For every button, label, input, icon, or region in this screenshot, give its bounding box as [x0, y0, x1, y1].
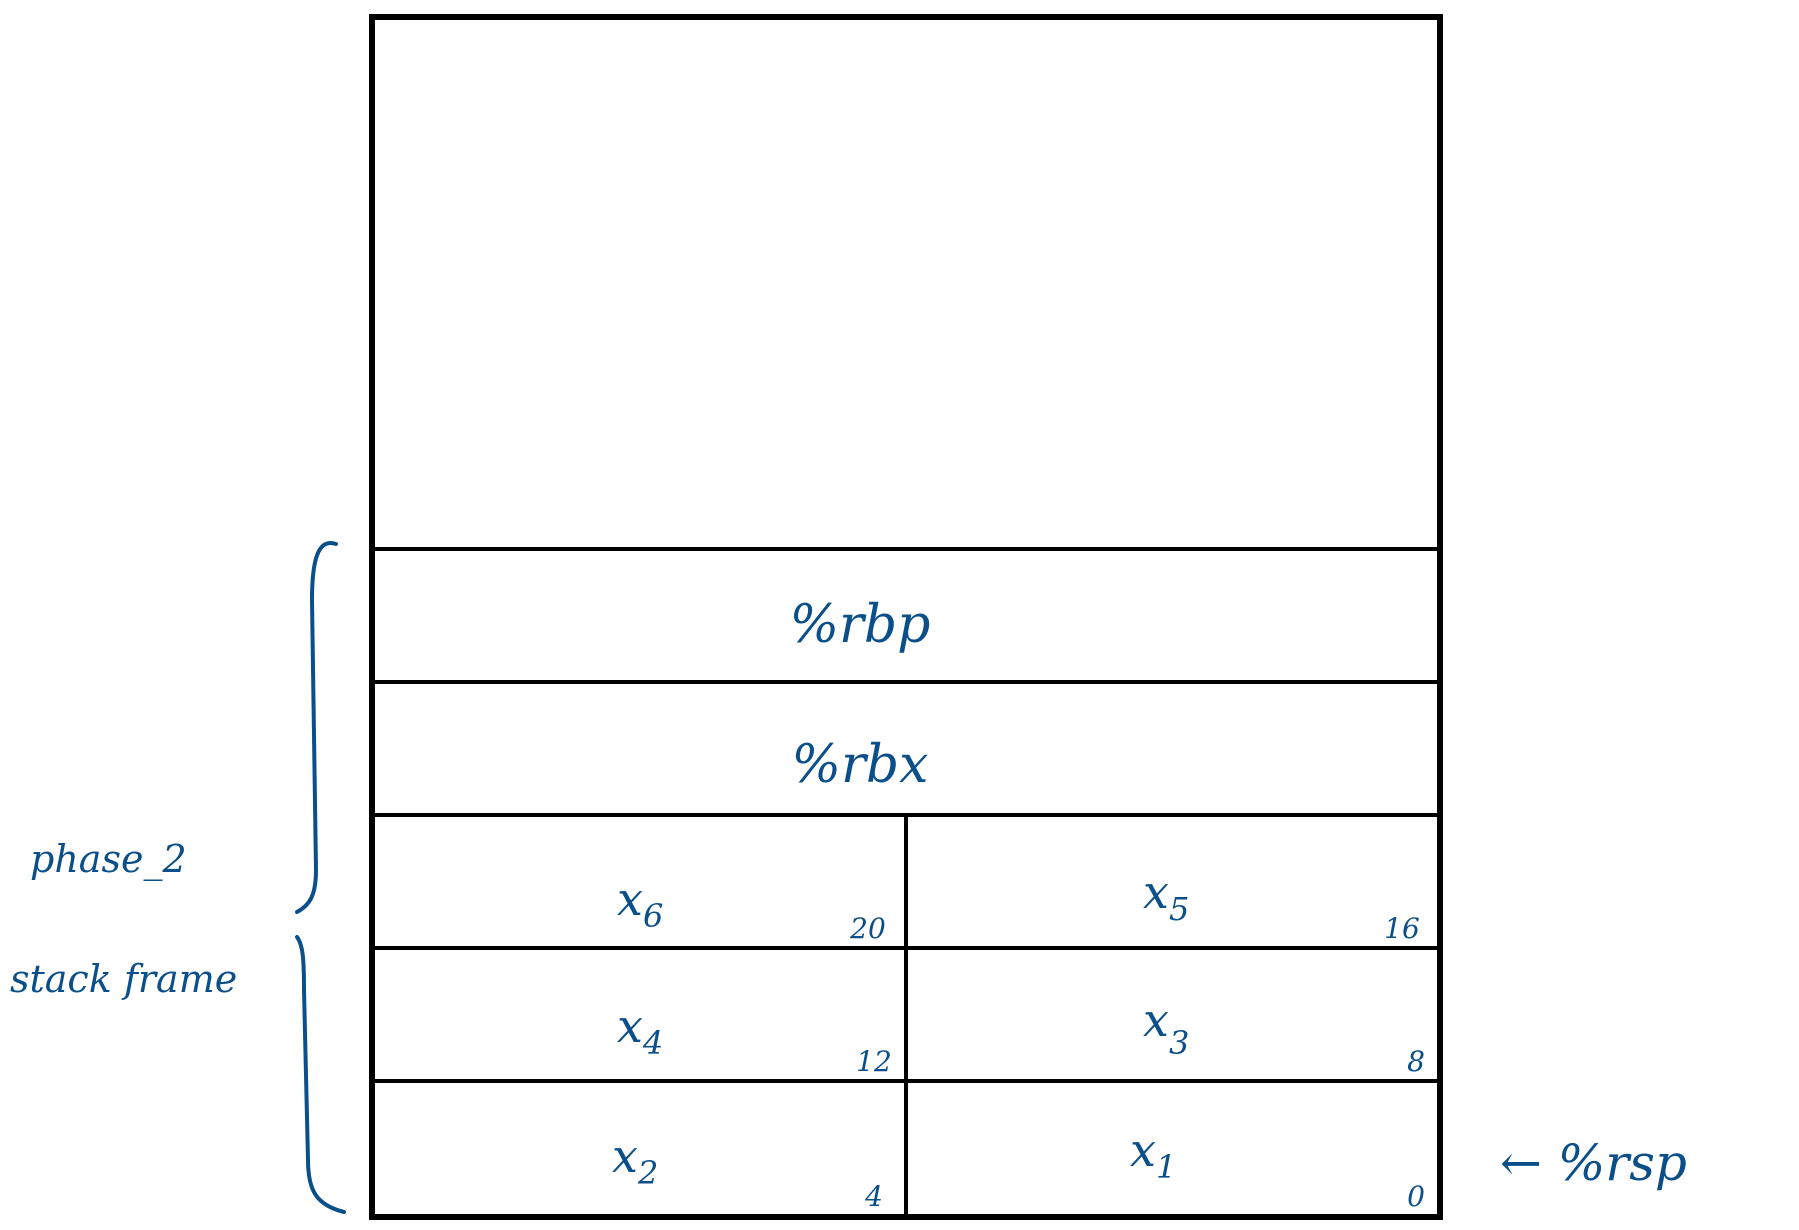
frame-annotation-line1: phase_2	[30, 837, 187, 882]
var-x6-sub: 6	[643, 897, 663, 935]
var-x4-name: x	[617, 999, 643, 1053]
var-x1-label: x1	[1130, 1123, 1176, 1186]
var-x6-label: x6	[617, 872, 663, 935]
var-x3-label: x3	[1143, 993, 1189, 1062]
var-x3-offset: 8	[1407, 1045, 1425, 1078]
var-x6-name: x	[617, 872, 643, 926]
frame-brace	[295, 541, 346, 1214]
var-x4-sub: 4	[642, 1024, 663, 1062]
var-x4-offset: 12	[856, 1045, 892, 1078]
var-x5-offset: 16	[1384, 912, 1420, 945]
var-x2-offset: 4	[864, 1180, 883, 1213]
var-x3-sub: 3	[1169, 1024, 1189, 1062]
var-x5-sub: 5	[1169, 890, 1189, 928]
rsp-pointer-label: ← %rsp	[1500, 1134, 1687, 1192]
var-x3-name: x	[1143, 993, 1169, 1047]
var-x1-name: x	[1130, 1123, 1156, 1177]
frame-annotation-line2: stack frame	[10, 957, 237, 1001]
var-x6-offset: 20	[849, 912, 886, 945]
var-x5-name: x	[1143, 865, 1169, 919]
slot-rbx-label: %rbx	[792, 735, 929, 795]
stack-outer-box	[369, 14, 1443, 1220]
var-x2-name: x	[612, 1129, 638, 1183]
slot-rbp-label: %rbp	[790, 595, 931, 655]
var-x2-label: x2	[612, 1129, 658, 1192]
var-x1-offset: 0	[1407, 1180, 1425, 1213]
var-x2-sub: 2	[637, 1154, 658, 1192]
var-x5-label: x5	[1143, 865, 1189, 928]
var-x1-sub: 1	[1156, 1148, 1176, 1186]
var-x4-label: x4	[617, 999, 663, 1062]
